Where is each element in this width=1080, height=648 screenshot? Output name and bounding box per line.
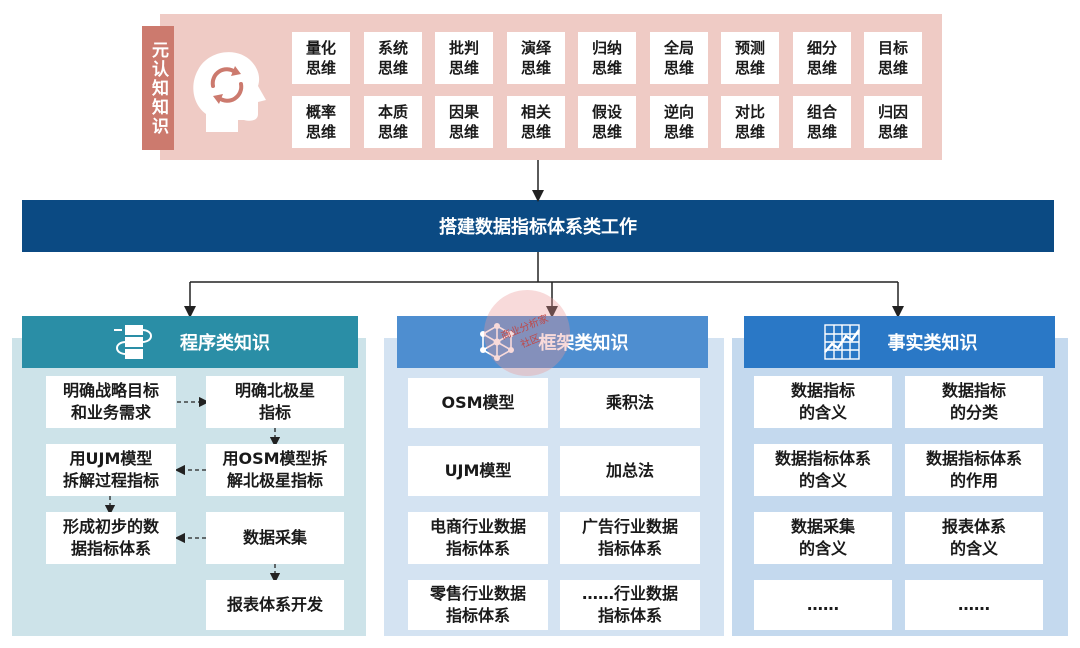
meta-cognition-label-text: 元认知知识	[148, 40, 168, 136]
thinking-item: 概率 思维	[292, 96, 350, 148]
thinking-item: 目标 思维	[864, 32, 922, 84]
fact-item: 数据指标体系 的作用	[905, 444, 1043, 496]
procedural-step: 形成初步的数 据指标体系	[46, 512, 176, 564]
thinking-item: 对比 思维	[721, 96, 779, 148]
framework-item: 乘积法	[560, 378, 700, 428]
framework-item: 零售行业数据 指标体系	[408, 580, 548, 630]
thinking-item: 本质 思维	[364, 96, 422, 148]
thinking-item: 组合 思维	[793, 96, 851, 148]
thinking-item: 量化 思维	[292, 32, 350, 84]
framework-header: 框架类知识	[397, 316, 708, 368]
fact-item: 报表体系 的含义	[905, 512, 1043, 564]
framework-item: OSM模型	[408, 378, 548, 428]
thinking-item: 系统 思维	[364, 32, 422, 84]
process-flow-icon	[114, 325, 152, 359]
procedural-step: 明确战略目标 和业务需求	[46, 376, 176, 428]
thinking-item: 演绎 思维	[507, 32, 565, 84]
procedural-step: 报表体系开发	[206, 580, 344, 630]
framework-item: 电商行业数据 指标体系	[408, 512, 548, 564]
thinking-item: 假设 思维	[578, 96, 636, 148]
procedural-step: 明确北极星 指标	[206, 376, 344, 428]
fact-item: 数据采集 的含义	[754, 512, 892, 564]
meta-cognition-label: 元认知知识	[142, 26, 174, 150]
fact-header: 事实类知识	[744, 316, 1055, 368]
thinking-item: 批判 思维	[435, 32, 493, 84]
fact-item: 数据指标体系 的含义	[754, 444, 892, 496]
framework-item: UJM模型	[408, 446, 548, 496]
thinking-item: 相关 思维	[507, 96, 565, 148]
framework-item: 广告行业数据 指标体系	[560, 512, 700, 564]
fact-title: 事实类知识	[887, 333, 978, 354]
main-task-bar: 搭建数据指标体系类工作	[22, 200, 1054, 252]
thinking-item: 逆向 思维	[650, 96, 708, 148]
thinking-item: 细分 思维	[793, 32, 851, 84]
thinking-item: 因果 思维	[435, 96, 493, 148]
framework-title: 框架类知识	[538, 333, 629, 354]
fact-item: ……	[905, 580, 1043, 630]
procedural-step: 用OSM模型拆 解北极星指标	[206, 444, 344, 496]
procedural-step: 用UJM模型 拆解过程指标	[46, 444, 176, 496]
thinking-item: 归纳 思维	[578, 32, 636, 84]
fact-item: 数据指标 的含义	[754, 376, 892, 428]
thinking-item: 预测 思维	[721, 32, 779, 84]
thinking-item: 归因 思维	[864, 96, 922, 148]
data-grid-chart-icon	[823, 324, 860, 360]
thinking-item: 全局 思维	[650, 32, 708, 84]
framework-item: ……行业数据 指标体系	[560, 580, 700, 630]
procedural-title: 程序类知识	[180, 333, 270, 354]
watermark-text: 商业分析家 社区	[499, 313, 551, 351]
procedural-step: 数据采集	[206, 512, 344, 564]
framework-item: 加总法	[560, 446, 700, 496]
fact-item: 数据指标 的分类	[905, 376, 1043, 428]
head-cycle-icon	[193, 52, 266, 132]
procedural-header: 程序类知识	[22, 316, 358, 368]
main-task-title: 搭建数据指标体系类工作	[439, 217, 637, 238]
network-node-icon	[479, 323, 514, 361]
fact-item: ……	[754, 580, 892, 630]
